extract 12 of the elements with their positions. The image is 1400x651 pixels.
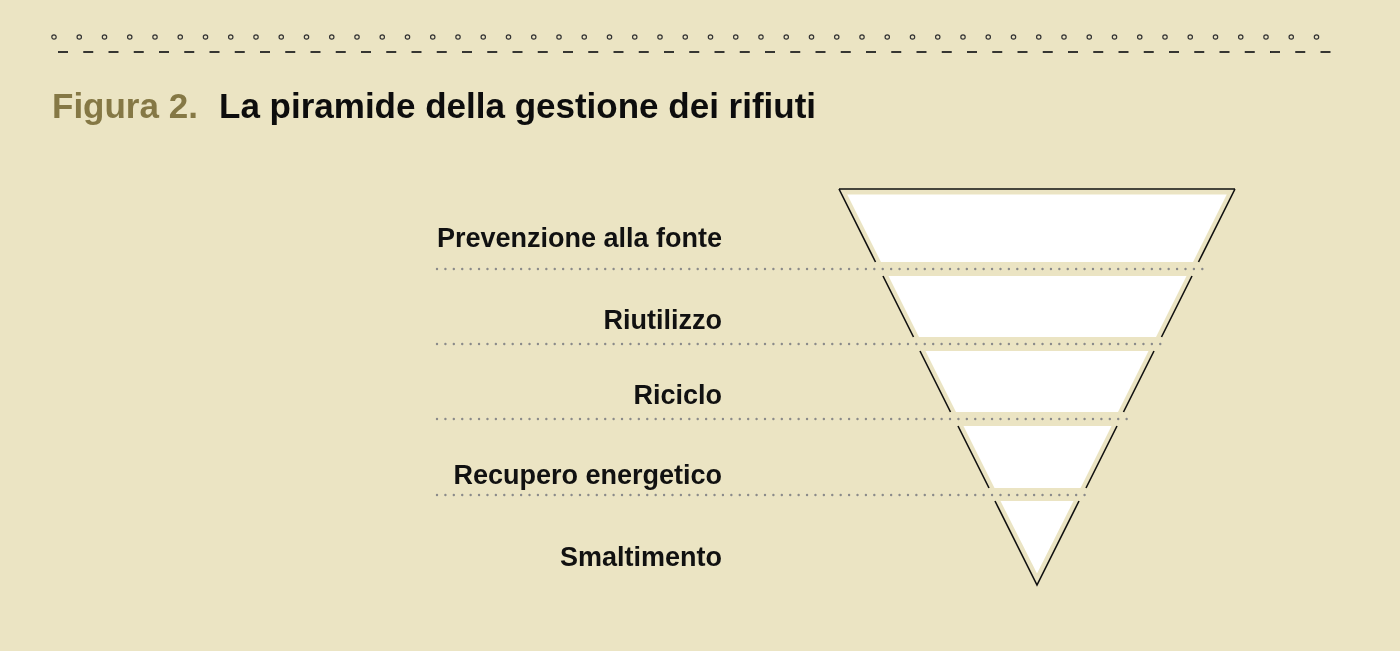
level-label: Riutilizzo bbox=[603, 307, 722, 334]
pyramid-band bbox=[881, 275, 1193, 338]
figure-number: Figura 2. bbox=[52, 88, 198, 123]
pyramid-band bbox=[919, 350, 1155, 413]
figure-title: La piramide della gestione dei rifiuti bbox=[219, 88, 817, 123]
level-label: Smaltimento bbox=[559, 544, 722, 571]
level-label: Prevenzione alla fonte bbox=[436, 225, 722, 252]
level-label: Riciclo bbox=[633, 382, 722, 409]
pyramid-tip bbox=[994, 500, 1080, 586]
pyramid-band bbox=[956, 425, 1118, 489]
pyramid-band bbox=[838, 188, 1236, 263]
level-label: Recupero energetico bbox=[453, 462, 722, 489]
